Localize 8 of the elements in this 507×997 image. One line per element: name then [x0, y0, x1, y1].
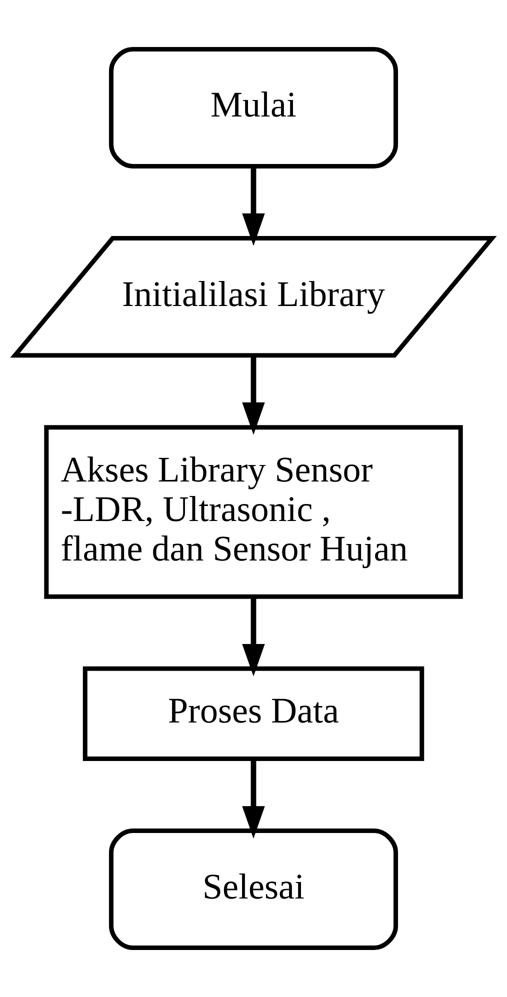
arrow [242, 758, 265, 839]
arrow [242, 166, 265, 246]
node-box: Akses Library Sensor -LDR, Ultrasonic , flame dan Sensor Hujan [44, 425, 463, 599]
node-box: Selesai [109, 828, 398, 950]
node-box: Proses Data [82, 666, 424, 761]
arrow [242, 356, 265, 435]
node-box: Mulai [109, 46, 398, 168]
arrow [242, 596, 265, 676]
